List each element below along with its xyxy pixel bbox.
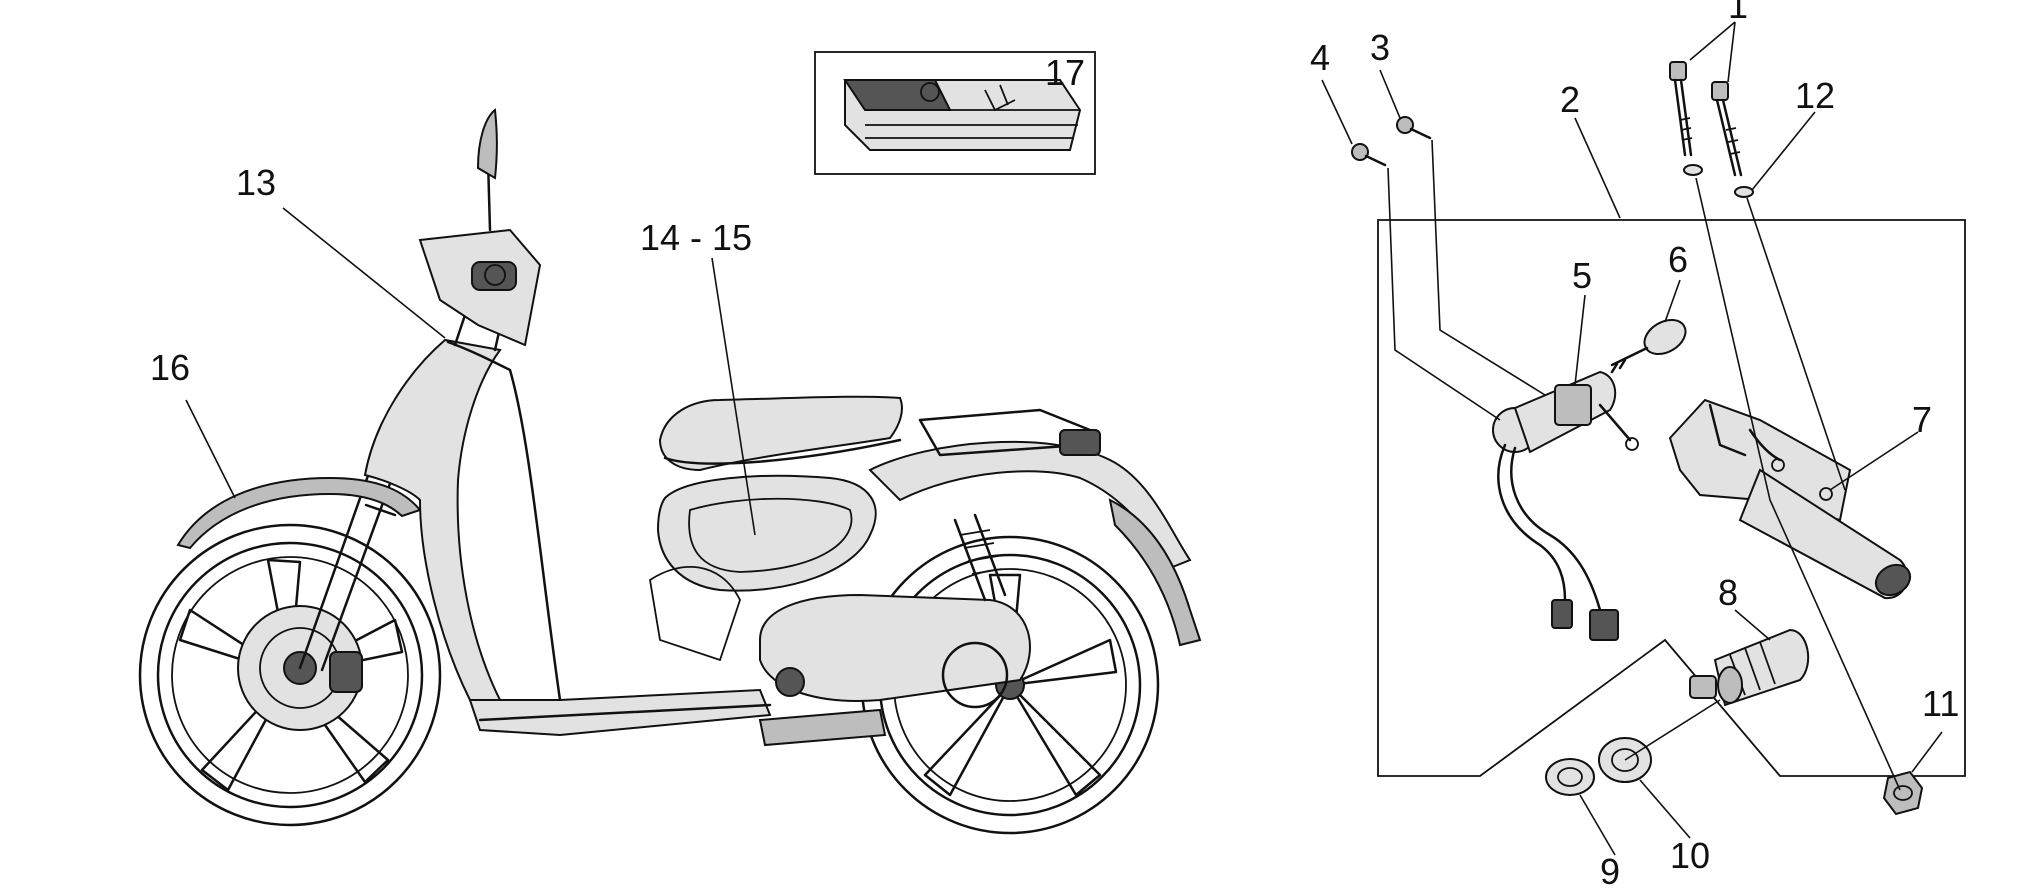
ignition-lock-kit [1351,61,1966,816]
leg-shield [363,338,502,701]
callout-3: 3 [1370,27,1390,68]
front-wheel [138,523,442,827]
callout-14-15: 14 - 15 [640,217,752,258]
leader-2 [1574,117,1621,219]
seat [658,395,903,472]
handlebar-assembly [418,108,542,352]
leader-11 [1911,731,1943,773]
front-fender [176,476,422,550]
key [1610,318,1687,374]
leader-10 [1639,779,1691,839]
callout-6: 6 [1668,239,1688,280]
leader-6 [1664,279,1681,323]
front-fork [298,468,397,672]
leader-lines [185,21,1943,856]
lock-cylinder [1689,628,1810,707]
leader-5 [1574,294,1586,386]
callout-8: 8 [1718,572,1738,613]
callout-4: 4 [1310,37,1330,78]
leader-1 [1689,21,1736,83]
screw-3 [1396,116,1432,140]
callout-2: 2 [1560,79,1580,120]
screw-4 [1351,143,1387,167]
callout-11: 11 [1922,683,1959,724]
callout-5: 5 [1572,255,1592,296]
ignition-switch [1492,370,1639,641]
callout-13: 13 [236,162,276,203]
lock-housing [1668,398,1912,600]
leader-9 [1579,794,1616,856]
callout-16: 16 [150,347,190,388]
leader-4 [1321,79,1353,145]
leader-12 [1751,111,1816,191]
bolt-1a [1669,61,1703,176]
ring-nut [1545,758,1595,796]
scooter-illustration [138,108,1202,835]
bolt-1b [1711,81,1754,198]
callout-7: 7 [1912,399,1932,440]
rear-body [868,440,1192,570]
side-panel [656,474,877,592]
leader-13 [282,207,446,339]
manual-kit-box [814,51,1096,175]
leader-7 [1829,431,1919,491]
exhaust [758,708,887,747]
callout-12: 12 [1795,75,1835,116]
leader-3 [1379,69,1401,119]
leader-14-15 [711,257,756,536]
callout-17: 17 [1045,52,1085,93]
leader-8 [1734,609,1771,641]
callout-1: 1 [1728,0,1748,26]
callout-10: 10 [1670,835,1710,876]
hex-nut [1882,770,1924,816]
kit-boundary [1377,219,1966,777]
callout-9: 9 [1600,851,1620,891]
leader-16 [185,399,236,499]
callout-labels: 1 2 3 4 5 6 7 8 9 10 11 12 13 14 - 15 16… [150,0,1959,891]
